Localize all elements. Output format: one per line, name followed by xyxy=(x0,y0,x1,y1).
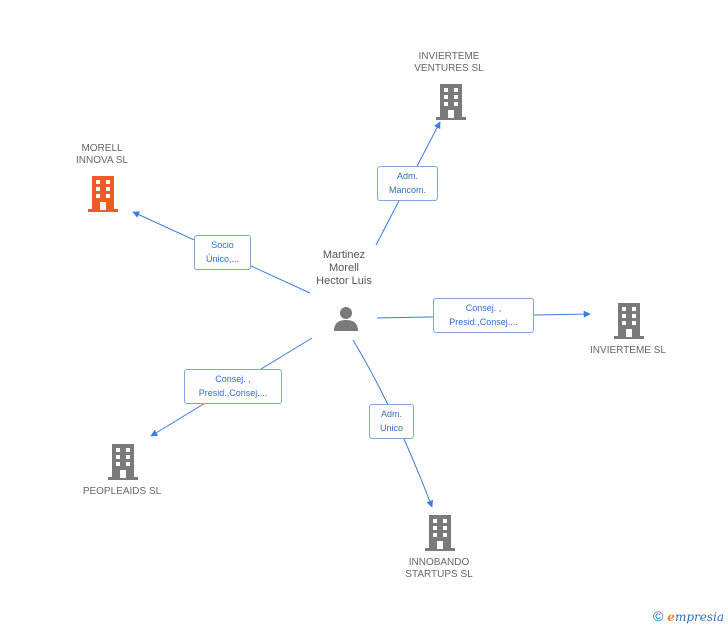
person-name[interactable]: Martinez Morell Hector Luis xyxy=(316,249,372,287)
edge-label-peopleaids[interactable]: Consej. , Presid.,Consej.... xyxy=(184,369,282,404)
footer-brand: ©empresia xyxy=(653,608,724,624)
edge-label-innobando[interactable]: Adm. Unico xyxy=(369,404,414,439)
brand-logo-e: e xyxy=(667,610,675,624)
building-icon[interactable] xyxy=(108,444,138,480)
edge-label-invierteme[interactable]: Consej. , Presid.,Consej.... xyxy=(433,298,534,333)
brand-logo-text: mpresia xyxy=(674,610,724,624)
building-icon[interactable] xyxy=(88,176,118,212)
copyright-symbol: © xyxy=(652,608,664,624)
company-name-morell[interactable]: MORELL INNOVA SL xyxy=(75,143,129,166)
person-icon[interactable] xyxy=(332,304,360,332)
building-icon[interactable] xyxy=(614,303,644,339)
edge-label-morell[interactable]: Socio Único,... xyxy=(194,235,251,270)
company-name-invierteme[interactable]: INVIERTEME SL xyxy=(590,345,666,356)
building-icon[interactable] xyxy=(425,515,455,551)
building-icon[interactable] xyxy=(436,84,466,120)
company-name-peopleaids[interactable]: PEOPLEAIDS SL xyxy=(82,486,162,497)
company-name-innobando[interactable]: INNOBANDO STARTUPS SL xyxy=(405,557,473,580)
edge-label-invierteme-ventures[interactable]: Adm. Mancom. xyxy=(377,166,438,201)
company-name-invierteme-ventures[interactable]: INVIERTEME VENTURES SL xyxy=(414,51,484,74)
